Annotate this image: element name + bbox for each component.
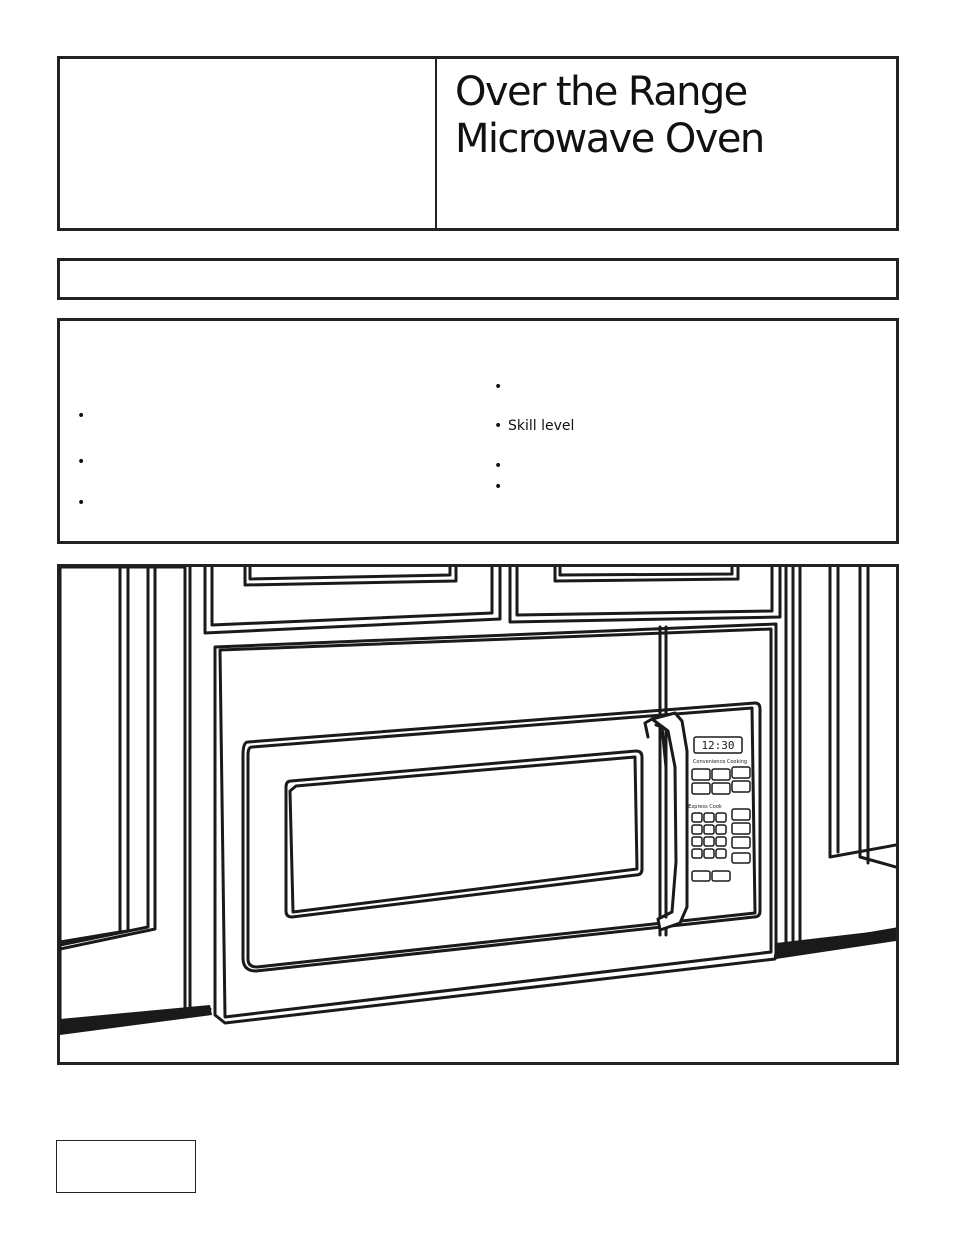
right-cabinet xyxy=(784,567,896,949)
header-box: Over the Range Microwave Oven xyxy=(57,56,899,231)
panel-section-2: Express Cook xyxy=(688,804,722,810)
info-box: • • • • •Skill level • • xyxy=(57,318,899,544)
right-bullet-skill-level: •Skill level xyxy=(494,418,575,434)
panel-section-1: Convenience Cooking xyxy=(693,759,747,765)
left-bullet-2: • xyxy=(77,454,86,470)
right-bullet-3: • xyxy=(494,458,503,474)
right-bullet-1: • xyxy=(494,379,503,395)
dark-trim xyxy=(60,929,896,1035)
left-bullet-3: • xyxy=(77,495,86,511)
title-line-2: Microwave Oven xyxy=(455,116,765,162)
microwave-door xyxy=(241,701,762,973)
microwave-illustration: 12:30 Convenience Cooking Express Cook xyxy=(57,564,899,1065)
title-line-1: Over the Range xyxy=(455,69,748,115)
microwave-display: 12:30 xyxy=(701,739,734,752)
left-cabinet xyxy=(60,567,192,1029)
page-number-box xyxy=(56,1140,196,1193)
microwave-handle xyxy=(643,711,689,932)
document-title: Over the Range Microwave Oven xyxy=(455,69,765,163)
microwave-drawing: 12:30 Convenience Cooking Express Cook xyxy=(60,567,896,1035)
left-bullet-1: • xyxy=(77,408,86,424)
banner-box xyxy=(57,258,899,300)
control-panel xyxy=(691,736,751,882)
right-bullet-4: • xyxy=(494,479,503,495)
upper-cabinets xyxy=(203,567,782,635)
header-divider xyxy=(435,59,437,228)
